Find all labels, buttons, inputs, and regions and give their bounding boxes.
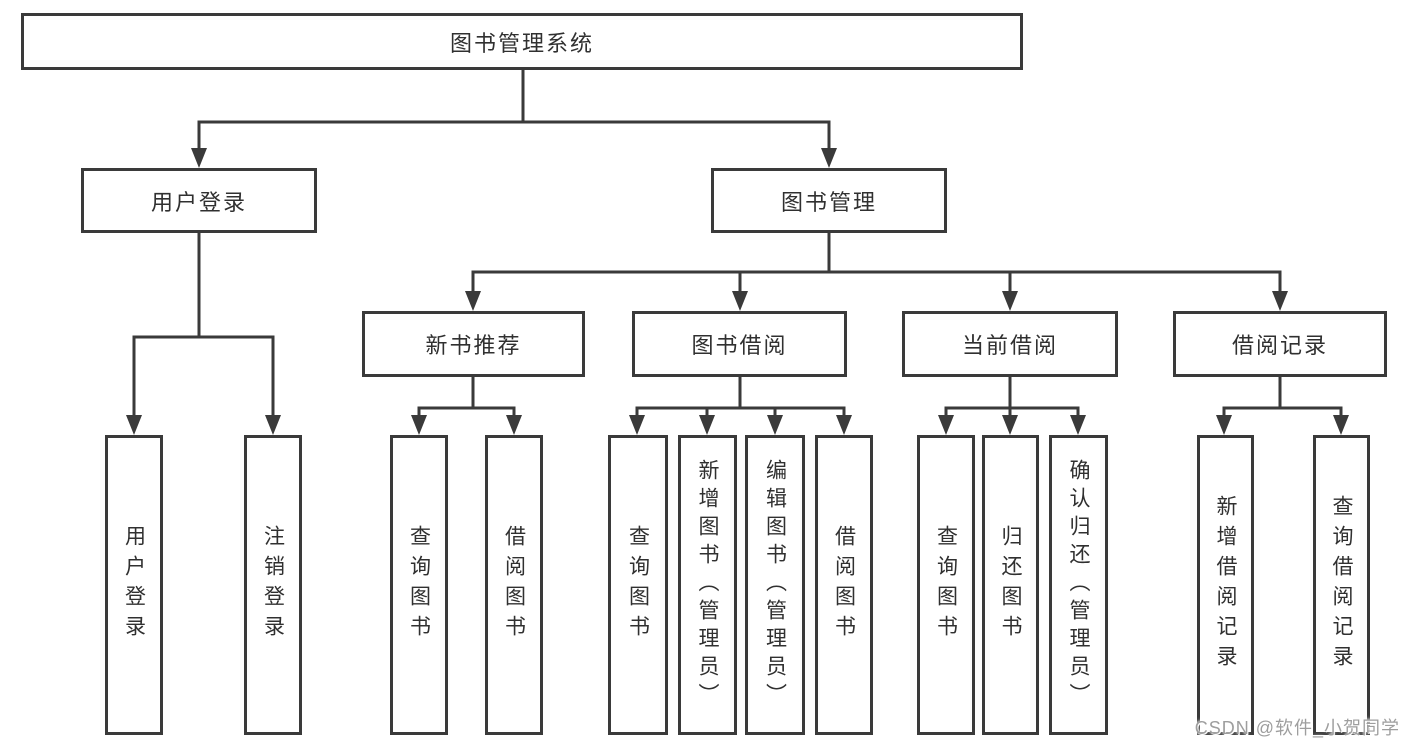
node-library-management-system: 图书管理系统 xyxy=(21,13,1023,70)
node-label: 查询图书 xyxy=(934,525,958,645)
node-label: 借阅记录 xyxy=(1231,333,1328,358)
node-book-borrowing: 图书借阅 xyxy=(632,311,847,377)
node-label: 编辑图书（管理员） xyxy=(763,459,787,711)
node-label: 图书管理系统 xyxy=(449,30,594,56)
node-label: 查询借阅记录 xyxy=(1330,495,1353,675)
node-new-book-recommend: 新书推荐 xyxy=(362,311,585,377)
connector-user-login-to-children xyxy=(126,233,281,435)
node-current-query-book: 查询图书 xyxy=(917,435,975,735)
node-label: 新增借阅记录 xyxy=(1214,495,1237,675)
connector-current-borrowing-to-children xyxy=(938,377,1086,435)
node-label: 查询图书 xyxy=(626,525,650,645)
node-records-add-record: 新增借阅记录 xyxy=(1197,435,1254,735)
csdn-watermark: CSDN @软件_小贺同学 xyxy=(1194,718,1400,738)
node-newbook-borrow-book: 借阅图书 xyxy=(485,435,543,735)
node-book-management: 图书管理 xyxy=(711,168,947,233)
node-label: 借阅图书 xyxy=(832,525,856,645)
node-label: 用户登录 xyxy=(122,525,146,645)
node-current-confirm-return-admin: 确认归还（管理员） xyxy=(1049,435,1108,735)
node-label: 图书管理 xyxy=(780,189,877,215)
node-current-return-book: 归还图书 xyxy=(982,435,1039,735)
node-label: 用户登录 xyxy=(150,189,247,215)
node-user-login-leaf: 用户登录 xyxy=(105,435,163,735)
node-borrowing-records: 借阅记录 xyxy=(1173,311,1387,377)
node-label: 图书借阅 xyxy=(691,333,788,358)
connector-borrowing-records-to-children xyxy=(1216,377,1349,435)
node-label: 新增图书（管理员） xyxy=(696,459,719,711)
node-borrow-edit-book-admin: 编辑图书（管理员） xyxy=(745,435,805,735)
node-label: 归还图书 xyxy=(999,525,1022,645)
node-label: 新书推荐 xyxy=(425,333,522,358)
node-borrow-query-book: 查询图书 xyxy=(608,435,668,735)
node-borrow-borrow-book: 借阅图书 xyxy=(815,435,873,735)
connector-root-to-level2 xyxy=(191,70,837,168)
connector-new-book-recommend-to-children xyxy=(411,377,522,435)
node-user-login: 用户登录 xyxy=(81,168,317,233)
node-label: 当前借阅 xyxy=(961,333,1058,358)
connector-book-borrowing-to-children xyxy=(629,377,852,435)
node-newbook-query-book: 查询图书 xyxy=(390,435,448,735)
node-logout: 注销登录 xyxy=(244,435,302,735)
node-label: 注销登录 xyxy=(261,525,285,645)
node-label: 查询图书 xyxy=(407,525,431,645)
node-label: 确认归还（管理员） xyxy=(1067,459,1090,711)
node-current-borrowing: 当前借阅 xyxy=(902,311,1118,377)
node-label: 借阅图书 xyxy=(502,525,526,645)
node-borrow-add-book-admin: 新增图书（管理员） xyxy=(678,435,737,735)
connector-book-management-to-level3 xyxy=(465,233,1288,311)
node-records-query-record: 查询借阅记录 xyxy=(1313,435,1370,735)
